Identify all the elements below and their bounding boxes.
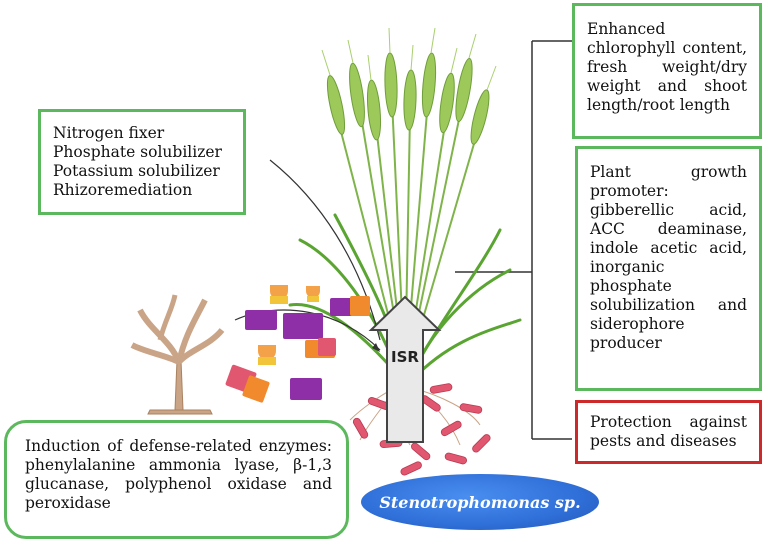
function-item: Potassium solubilizer [53,162,220,180]
curved-arrow [269,159,381,341]
defense-enzymes-box: Induction of defense-related enzymes: ph… [4,420,349,539]
function-item: Rhizoremediation [53,181,193,199]
growth-metrics-box: Enhanced chlorophyll content, fresh weig… [572,3,762,139]
function-item: Nitrogen fixer [53,124,165,142]
protection-box: Protection against pests and diseases [575,400,762,464]
bacterium-label: Stenotrophomonas sp. [379,492,581,512]
function-item: Phosphate solubilizer [53,143,222,161]
wheat-heads [326,52,490,145]
growth-metrics-text: Enhanced chlorophyll content, fresh weig… [587,20,747,114]
wheat-awns [321,27,497,91]
growth-promoter-text: Plant growth promoter: gibberellic acid,… [590,163,747,352]
growth-promoter-box: Plant growth promoter: gibberellic acid,… [575,146,762,391]
bacterium-ellipse: Stenotrophomonas sp. [361,474,599,530]
protection-text: Protection against pests and diseases [590,413,747,450]
defense-enzymes-text: Induction of defense-related enzymes: ph… [25,437,332,512]
right-bracket [455,40,572,440]
functions-box: Nitrogen fixer Phosphate solubilizer Pot… [38,109,246,215]
enzymes [225,285,370,403]
fungus-arrow-head [372,343,380,352]
isr-label: ISR [391,348,419,366]
isr-arrow [368,295,442,443]
fungus [130,294,225,415]
